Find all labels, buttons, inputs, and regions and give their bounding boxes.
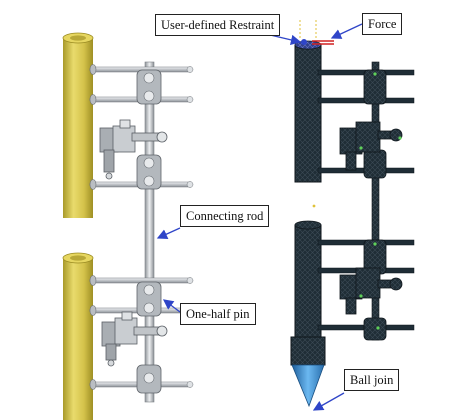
joint-assembly-upper	[99, 119, 168, 180]
connecting-rod-model	[144, 61, 155, 403]
label-user-defined-restraint: User-defined Restraint	[155, 14, 281, 36]
fe-mesh-model	[290, 20, 415, 408]
lower-bone-mesh	[290, 220, 326, 366]
arrow-connecting-rod	[156, 227, 181, 239]
force-arrows	[312, 40, 334, 45]
joint-assembly-lower	[101, 311, 168, 367]
arrow-force	[330, 23, 363, 39]
lower-bone	[62, 252, 94, 420]
cad-model	[62, 32, 194, 420]
arrow-one-half-pin	[162, 299, 181, 313]
rod-clamps	[136, 69, 162, 394]
label-force: Force	[362, 13, 403, 35]
label-ball-join: Ball join	[344, 369, 400, 391]
arrow-ball-join	[312, 392, 345, 411]
joint-mesh-lower	[339, 267, 403, 315]
label-one-half-pin: One-half pin	[180, 303, 256, 325]
upper-bone	[62, 32, 94, 218]
label-connecting-rod: Connecting rod	[180, 205, 270, 227]
ball-join-cone	[291, 364, 325, 408]
upper-bone-mesh	[294, 40, 322, 183]
